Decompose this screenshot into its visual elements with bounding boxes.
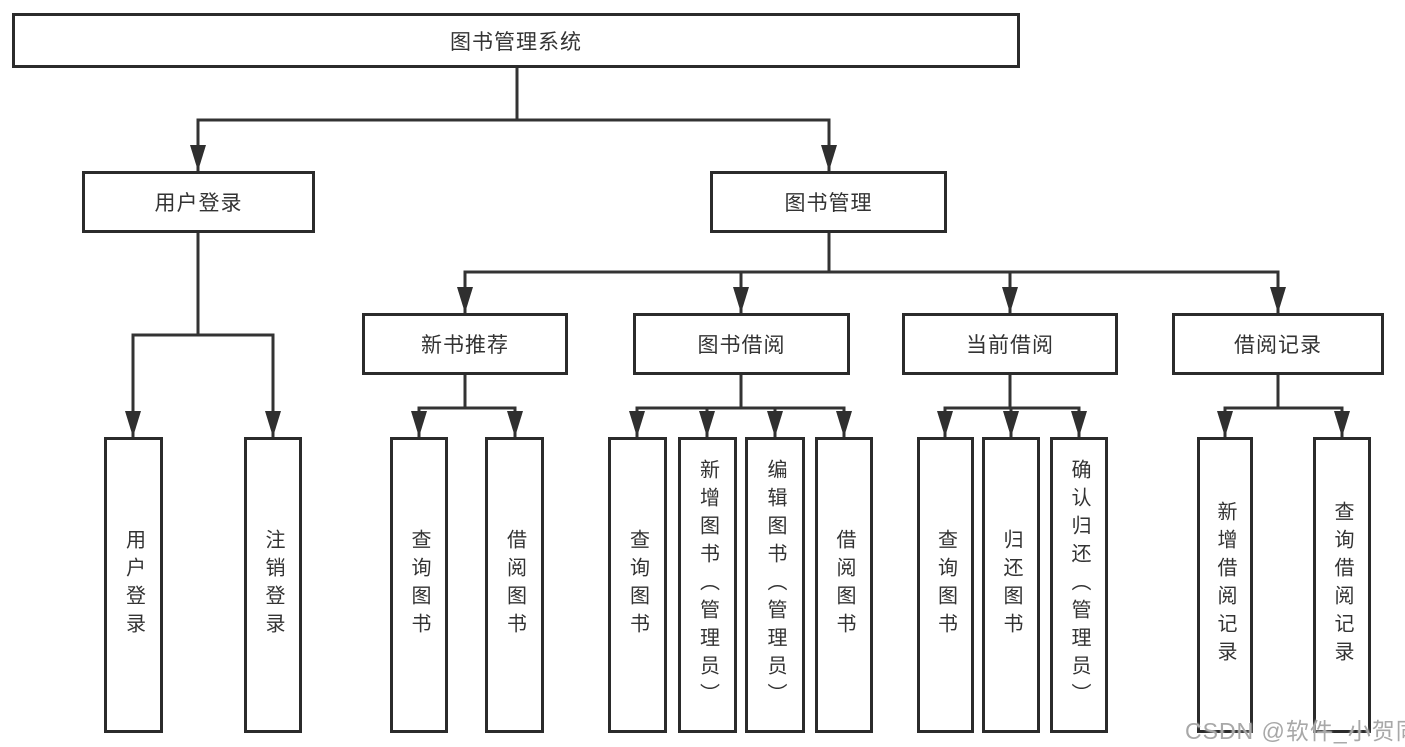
node-label: 当前借阅: [966, 334, 1054, 357]
arrow-down-icon: [411, 411, 427, 437]
node-system-root: 图书管理系统: [12, 13, 1020, 68]
node-borrow-records: 借阅记录: [1172, 313, 1384, 375]
connector-line: [463, 270, 1280, 313]
csdn-watermark: CSDN @软件_小贺同学: [1185, 718, 1405, 744]
leaf-label: 查询图书: [934, 529, 957, 641]
leaf-user-login: 用户登录: [104, 437, 163, 733]
arrow-down-icon: [767, 411, 783, 437]
arrow-down-icon: [821, 145, 837, 171]
arrow-down-icon: [836, 411, 852, 437]
node-book-management: 图书管理: [710, 171, 947, 233]
leaf-label: 注销登录: [262, 529, 284, 641]
leaf-return-books: 归还图书: [982, 437, 1040, 733]
connector-line: [196, 118, 831, 171]
arrow-down-icon: [937, 411, 953, 437]
arrow-down-icon: [507, 411, 523, 437]
leaf-query-books-current: 查询图书: [917, 437, 974, 733]
leaf-label: 查询图书: [626, 529, 649, 641]
arrow-down-icon: [1217, 411, 1233, 437]
node-label: 借阅记录: [1234, 334, 1322, 357]
leaf-label: 查询借阅记录: [1331, 501, 1353, 669]
arrow-down-icon: [733, 287, 749, 313]
leaf-label: 借阅图书: [503, 529, 526, 641]
arrow-down-icon: [1003, 411, 1019, 437]
leaf-borrow-books: 借阅图书: [815, 437, 873, 733]
leaf-label: 确认归还（管理员）: [1068, 459, 1090, 711]
arrow-down-icon: [190, 145, 206, 171]
node-label: 新书推荐: [421, 334, 509, 357]
arrow-down-icon: [1270, 287, 1286, 313]
arrow-down-icon: [1334, 411, 1350, 437]
arrow-down-icon: [265, 411, 281, 437]
node-book-borrowing: 图书借阅: [633, 313, 850, 375]
connector-line: [131, 333, 275, 437]
node-current-borrowing: 当前借阅: [902, 313, 1118, 375]
node-label: 用户登录: [154, 192, 243, 215]
leaf-label: 新增图书（管理员）: [696, 459, 719, 711]
connector-line: [1223, 406, 1344, 437]
leaf-add-books-admin: 新增图书（管理员）: [678, 437, 737, 733]
leaf-label: 查询图书: [408, 529, 430, 641]
arrow-down-icon: [629, 411, 645, 437]
leaf-query-borrow-record: 查询借阅记录: [1313, 437, 1371, 733]
leaf-query-books-recommend: 查询图书: [390, 437, 448, 733]
node-user-login: 用户登录: [82, 171, 315, 233]
connector-line: [417, 406, 517, 437]
leaf-add-borrow-record: 新增借阅记录: [1197, 437, 1253, 733]
leaf-label: 归还图书: [1000, 529, 1022, 641]
leaf-borrow-books-recommend: 借阅图书: [485, 437, 544, 733]
leaf-label: 用户登录: [122, 529, 145, 641]
connector-line: [635, 406, 846, 437]
leaf-confirm-return-admin: 确认归还（管理员）: [1050, 437, 1108, 733]
arrow-down-icon: [125, 411, 141, 437]
arrow-down-icon: [457, 287, 473, 313]
leaf-label: 编辑图书（管理员）: [764, 459, 786, 711]
leaf-label: 借阅图书: [833, 529, 855, 641]
node-label: 图书借阅: [697, 334, 786, 357]
leaf-edit-books-admin: 编辑图书（管理员）: [745, 437, 805, 733]
node-label: 图书管理系统: [450, 30, 582, 54]
node-label: 图书管理: [784, 192, 873, 215]
leaf-label: 新增借阅记录: [1214, 501, 1236, 669]
arrow-down-icon: [1071, 411, 1087, 437]
arrow-down-icon: [1002, 287, 1018, 313]
node-new-book-recommend: 新书推荐: [362, 313, 568, 375]
arrow-down-icon: [699, 411, 715, 437]
leaf-logout: 注销登录: [244, 437, 302, 733]
leaf-query-books-borrow: 查询图书: [608, 437, 667, 733]
